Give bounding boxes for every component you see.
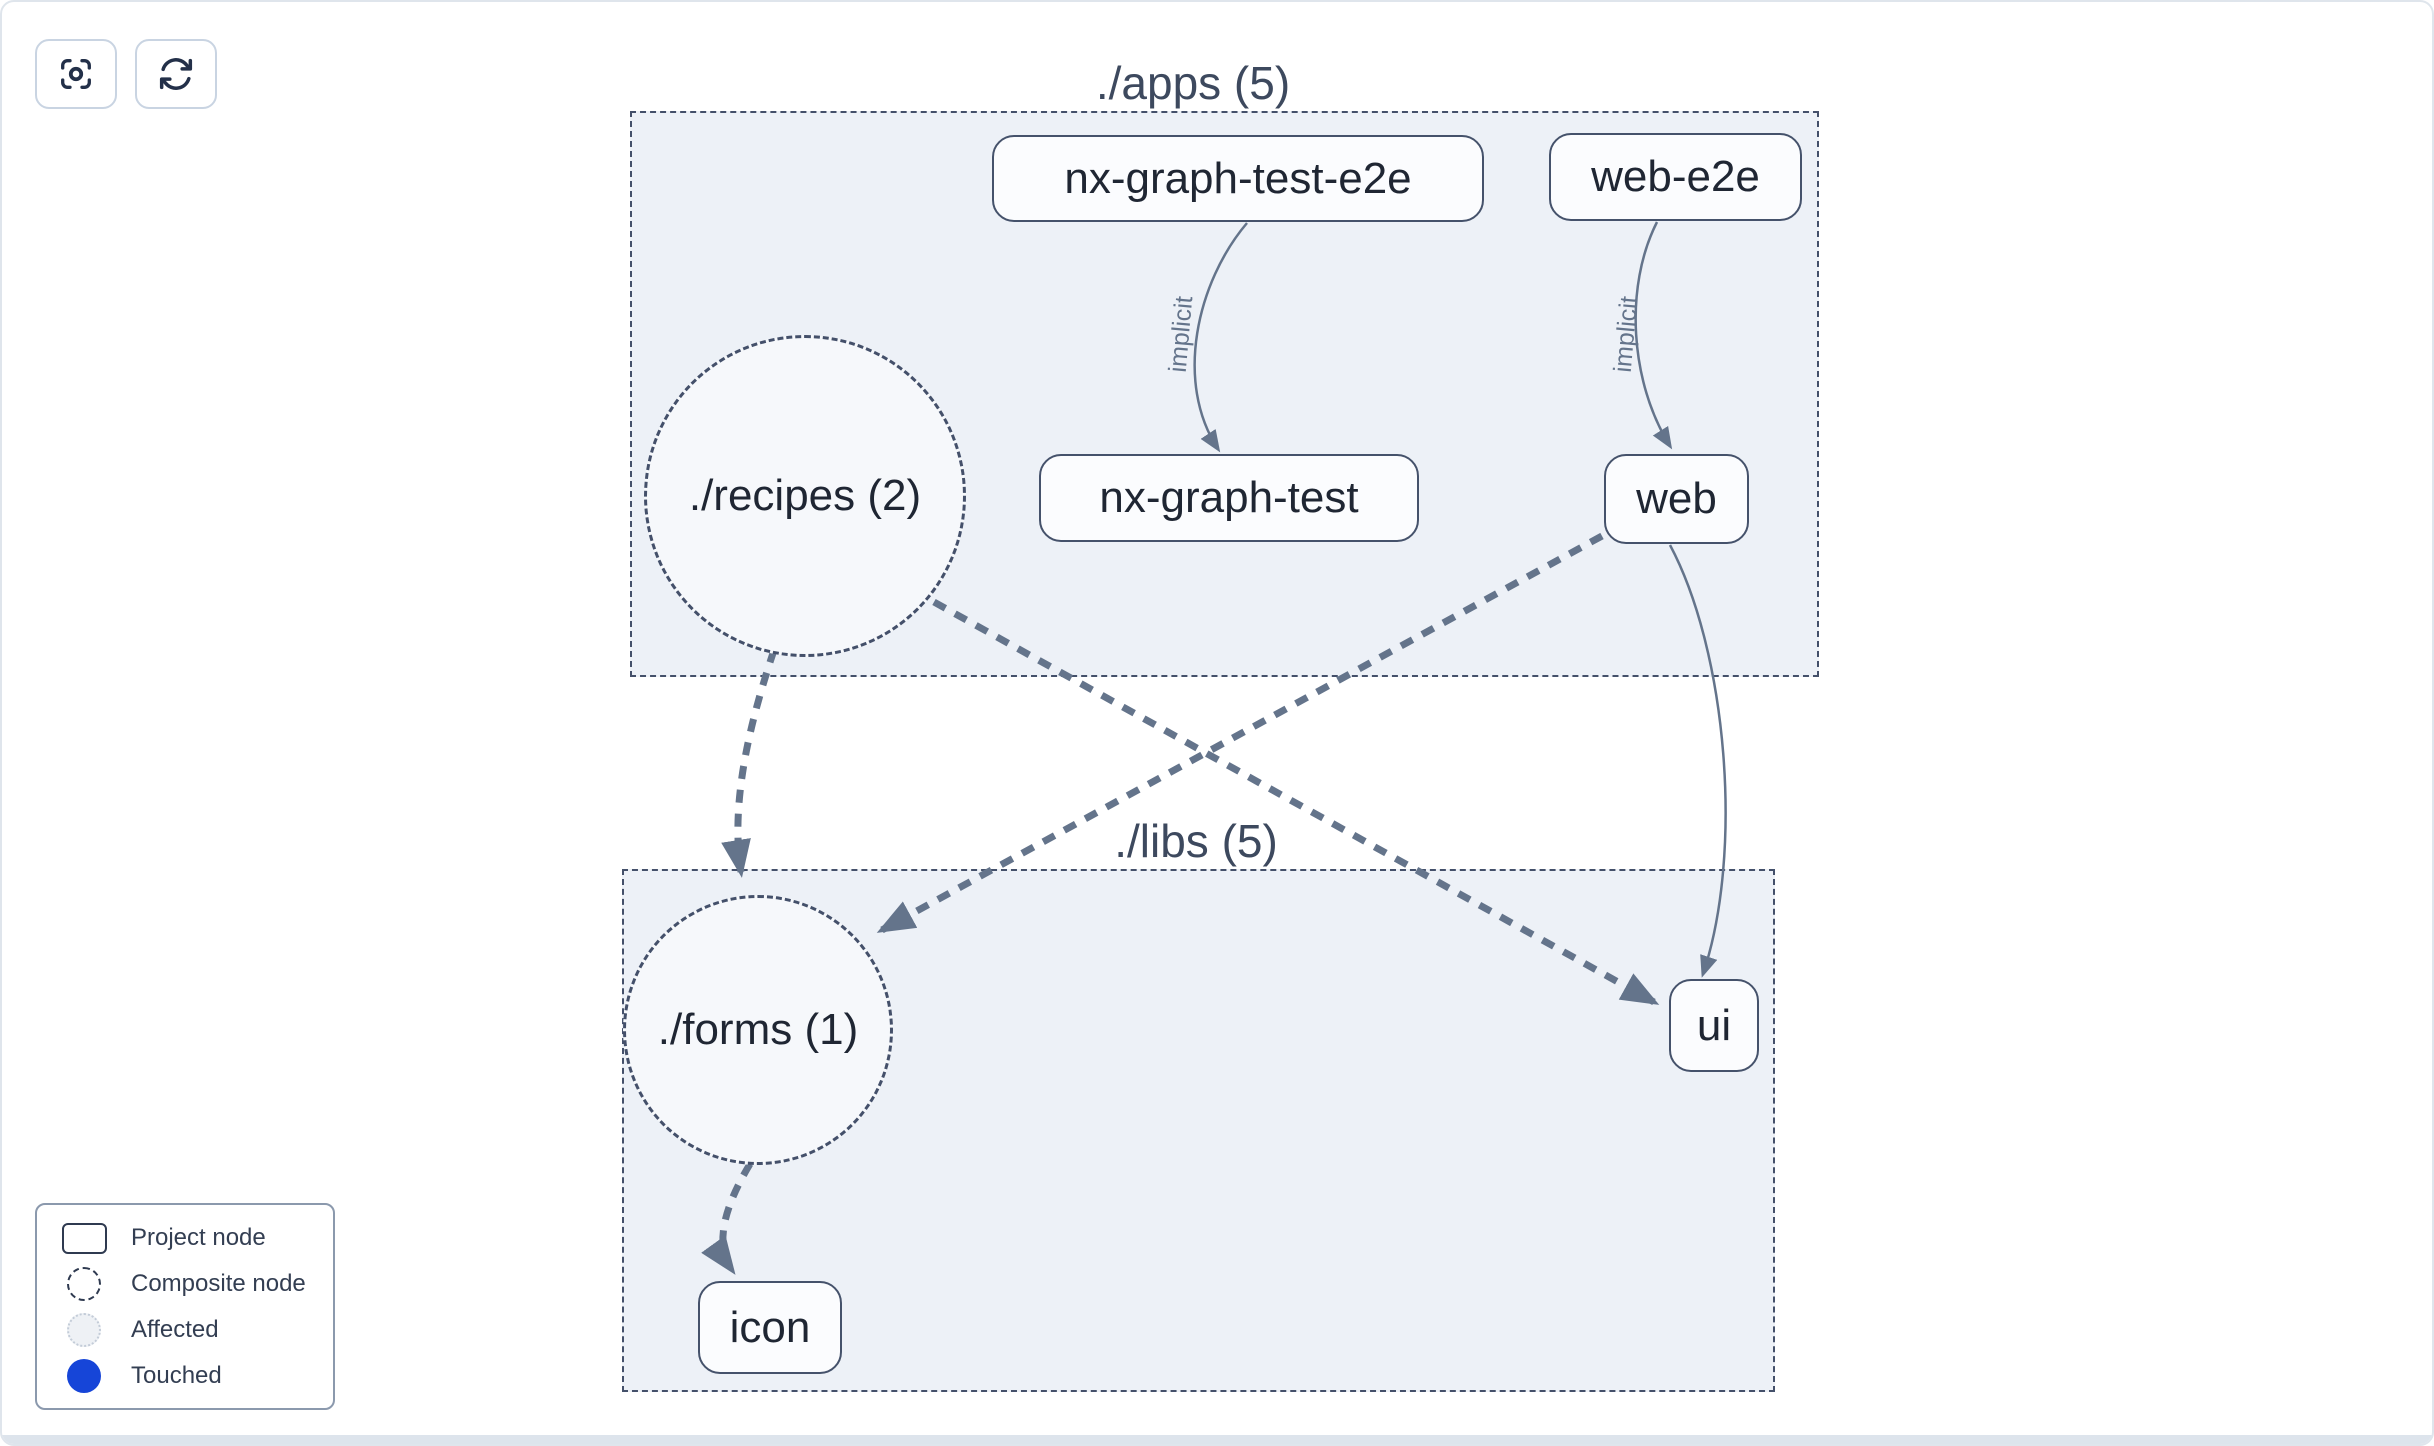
edge-forms-to-icon	[701, 1162, 753, 1275]
edge-recipes-to-ui	[932, 598, 1660, 1006]
edge-recipes-to-forms	[721, 648, 778, 878]
composite-node-swatch	[67, 1267, 101, 1301]
node-nx-graph-test[interactable]: nx-graph-test	[1039, 454, 1419, 542]
node-label: ui	[1696, 1000, 1732, 1050]
legend-item-affected: Affected	[37, 1307, 333, 1353]
node-nx-graph-test-e2e[interactable]: nx-graph-test-e2e	[992, 135, 1484, 222]
legend-item-composite-node: Composite node	[37, 1261, 333, 1307]
group-title-apps: ./apps (5)	[1095, 57, 1291, 109]
node-web-e2e[interactable]: web-e2e	[1549, 133, 1802, 221]
legend-label: Composite node	[131, 1270, 306, 1297]
edge-label-implicit-1: implicit	[1164, 295, 1199, 374]
legend-label: Touched	[131, 1362, 222, 1389]
legend-item-project-node: Project node	[37, 1215, 333, 1261]
refresh-graph-button[interactable]	[135, 39, 217, 109]
node-recipes-composite[interactable]: ./recipes (2)	[644, 335, 966, 657]
legend-item-touched: Touched	[37, 1353, 333, 1399]
edge-label-implicit-2: implicit	[1609, 295, 1644, 374]
focus-icon	[61, 59, 91, 89]
node-forms-composite[interactable]: ./forms (1)	[623, 895, 893, 1165]
group-title-libs: ./libs (5)	[1114, 815, 1278, 867]
node-label: web-e2e	[1591, 152, 1760, 201]
graph-toolbar	[35, 39, 217, 109]
touched-swatch	[67, 1359, 101, 1393]
focus-graph-button[interactable]	[35, 39, 117, 109]
refresh-icon	[159, 58, 193, 90]
edge-nx-graph-test-e2e-to-nx-graph-test	[1193, 222, 1248, 453]
node-web[interactable]: web	[1604, 454, 1749, 544]
node-label: web	[1636, 474, 1717, 523]
node-label: icon	[729, 1302, 811, 1352]
edge-web-to-ui	[1668, 544, 1727, 978]
node-ui[interactable]: ui	[1669, 979, 1759, 1072]
project-node-swatch	[61, 1222, 107, 1254]
legend: Project node Composite node Affected Tou…	[35, 1203, 335, 1410]
node-label: nx-graph-test-e2e	[1064, 153, 1412, 203]
node-label: nx-graph-test	[1099, 473, 1359, 522]
edge-web-e2e-to-web	[1634, 221, 1673, 450]
legend-label: Affected	[131, 1316, 219, 1343]
bottom-edge-band	[2, 1435, 2432, 1444]
edge-web-to-forms	[876, 532, 1604, 934]
legend-label: Project node	[131, 1224, 266, 1251]
node-label: ./forms (1)	[657, 1005, 859, 1054]
affected-swatch	[67, 1313, 101, 1347]
node-icon[interactable]: icon	[698, 1281, 842, 1374]
node-label: ./recipes (2)	[688, 471, 922, 520]
